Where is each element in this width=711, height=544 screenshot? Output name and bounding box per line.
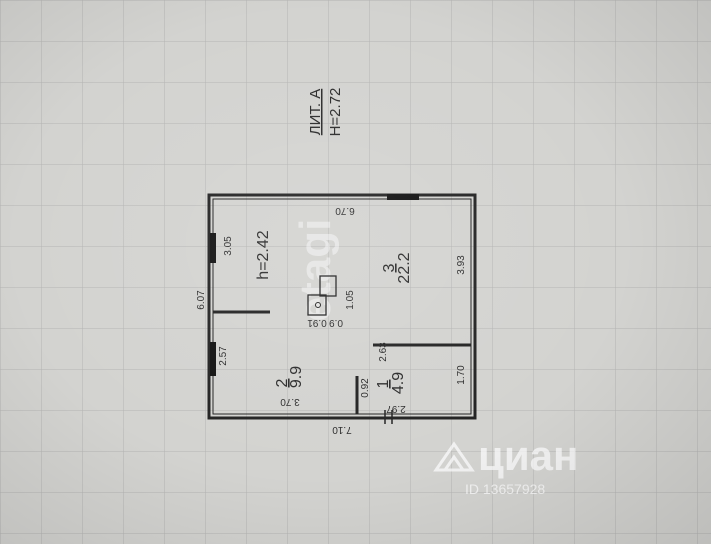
dim-room1-upper: 2.63 bbox=[378, 342, 389, 362]
dim-room3-inner: 1.05 bbox=[345, 290, 356, 310]
plan-labels: ЛИТ. А Н=2.72 h=2.42 3 22.2 2 9.9 1 4.9 … bbox=[196, 88, 467, 435]
dim-stove-depth: 0.9 bbox=[329, 317, 343, 328]
inner-wall-line bbox=[212, 198, 472, 415]
cian-logo-icon bbox=[433, 441, 475, 472]
window-left-lower bbox=[210, 342, 216, 376]
stove bbox=[307, 294, 327, 316]
dim-room1-width: 2.97 bbox=[386, 403, 406, 414]
room1-number: 1 bbox=[375, 379, 392, 388]
height-label: Н=2.72 bbox=[327, 88, 344, 137]
dim-top-outer: 6.70 bbox=[335, 205, 355, 216]
room3-number: 3 bbox=[381, 263, 398, 272]
dim-left-upper: 3.05 bbox=[223, 236, 234, 256]
stove-burner bbox=[315, 302, 321, 308]
cian-id: ID 13657928 bbox=[465, 481, 545, 497]
dim-left-outer: 6.07 bbox=[196, 290, 207, 310]
dim-room2-width: 3.70 bbox=[280, 396, 300, 407]
cian-wordmark: циан bbox=[478, 432, 578, 479]
dim-bottom-outer: 7.10 bbox=[332, 424, 352, 435]
outer-walls bbox=[207, 193, 477, 420]
floor-plan bbox=[207, 193, 477, 424]
room1-area: 4.9 bbox=[390, 372, 407, 394]
room3-area: 22.2 bbox=[396, 252, 413, 283]
lit-label: ЛИТ. А bbox=[307, 89, 324, 135]
chimney bbox=[319, 275, 337, 297]
dim-stove-width: 0.91 bbox=[307, 317, 327, 328]
dim-right-lower: 1.70 bbox=[456, 365, 467, 385]
dim-right-upper: 3.93 bbox=[456, 255, 467, 275]
room2-number: 2 bbox=[274, 378, 291, 387]
dim-room1-left: 0.92 bbox=[360, 378, 371, 398]
ceiling-label: h=2.42 bbox=[255, 230, 272, 279]
cian-watermark: циан ID 13657928 bbox=[433, 432, 578, 497]
room2-area: 9.9 bbox=[288, 366, 305, 388]
dim-left-lower: 2.57 bbox=[218, 346, 229, 366]
window-left-upper bbox=[210, 233, 216, 263]
window-top bbox=[387, 194, 419, 200]
